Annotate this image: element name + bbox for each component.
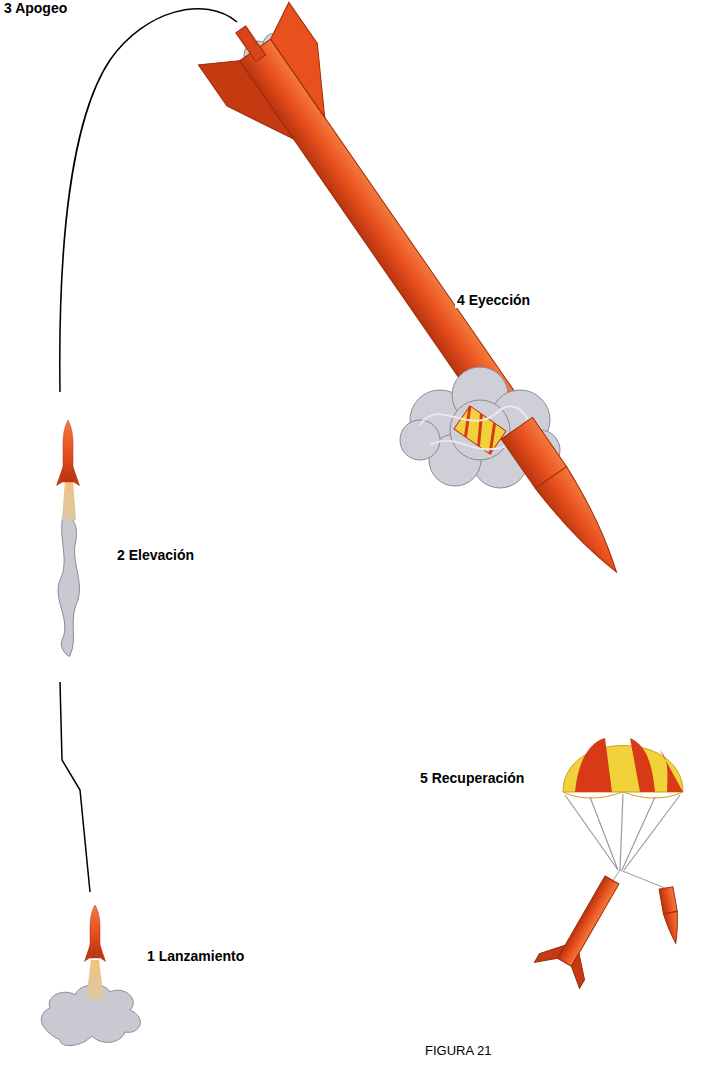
figure-caption: FIGURA 21 bbox=[425, 1043, 491, 1058]
stage-label: 5 Recuperación bbox=[418, 770, 526, 786]
launch-rocket bbox=[41, 905, 140, 1046]
ascending-rocket bbox=[56, 420, 80, 656]
stage-label: 4 Eyección bbox=[455, 292, 532, 308]
parachute-recovery bbox=[534, 738, 683, 988]
ejection-rocket bbox=[196, 0, 633, 583]
stage-label: 2 Elevación bbox=[115, 547, 196, 563]
trajectory-line bbox=[60, 682, 90, 892]
stage-label: 1 Lanzamiento bbox=[145, 948, 246, 964]
stage-label: 3 Apogeo bbox=[2, 0, 69, 16]
